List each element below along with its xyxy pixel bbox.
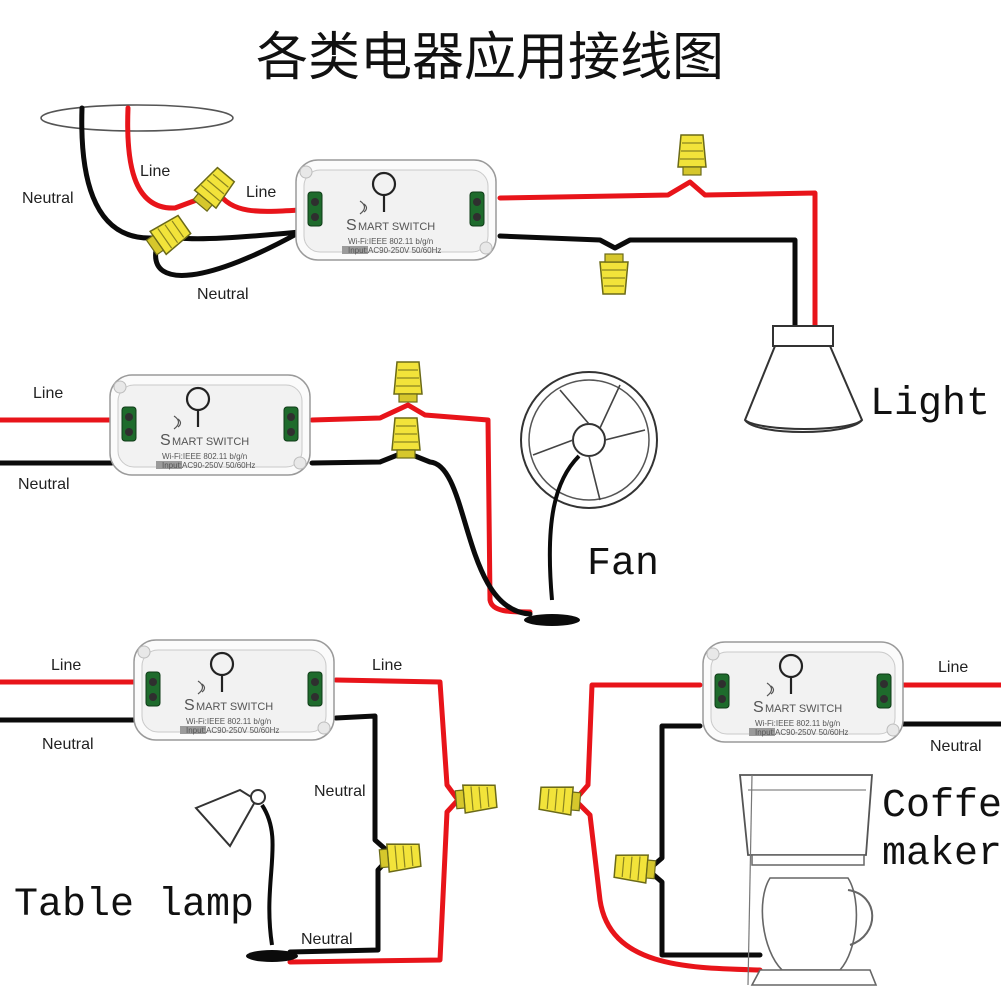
fan-icon [520, 371, 658, 626]
diagram-fan: Line Neutral S MART SWITCH Wi-Fi:IEEE 80… [0, 361, 659, 626]
neutral-label: Neutral [18, 476, 70, 493]
switch-spec-input: Input:AC90-250V 50/60Hz [162, 461, 255, 470]
switch-spec-input: Input:AC90-250V 50/60Hz [755, 728, 848, 737]
line-wire [309, 402, 533, 615]
wire-connector [393, 361, 423, 403]
line-label: Line [246, 184, 276, 201]
wire-connector [613, 851, 657, 885]
wire-connector [538, 783, 582, 817]
neutral-label: Neutral [42, 736, 94, 753]
smart-switch-module: S MART SWITCH Wi-Fi:IEEE 802.11 b/g/n In… [132, 638, 336, 742]
neutral-wire [153, 229, 303, 278]
line-wire [497, 179, 818, 333]
switch-brand: MART SWITCH [358, 221, 435, 233]
neutral-label: Neutral [197, 286, 249, 303]
neutral-wire [175, 229, 303, 242]
line-label: Line [51, 657, 81, 674]
line-label: Line [33, 385, 63, 402]
neutral-wire [645, 723, 763, 958]
ceiling-box [40, 104, 234, 132]
smart-switch-module: S MART SWITCH Wi-Fi:IEEE 802.11 b/g/n In… [701, 640, 905, 744]
line-wire [125, 105, 205, 211]
switch-spec-input: Input:AC90-250V 50/60Hz [348, 246, 441, 255]
coffee-maker-label-line1: Coffee [882, 784, 1001, 829]
light-label: Light [870, 382, 990, 427]
switch-spec-wifi: Wi-Fi:IEEE 802.11 b/g/n [348, 237, 433, 246]
switch-brand-initial: S [753, 699, 764, 716]
diagram-table-lamp: Line Line Neutral Neutral Neutral S MART… [0, 638, 498, 965]
fan-label: Fan [587, 542, 659, 587]
line-wire [572, 682, 763, 973]
switch-brand-initial: S [184, 697, 195, 714]
wire-connector [677, 134, 707, 176]
line-label: Line [938, 659, 968, 676]
table-lamp-icon [194, 788, 298, 962]
switch-brand: MART SWITCH [196, 701, 273, 713]
neutral-wire [497, 233, 798, 333]
coffee-maker-label-line2: maker [882, 832, 1001, 877]
diagram-title: 各类电器应用接线图 [256, 28, 724, 88]
diagram-light: Line Line Neutral Neutral S MART SWITCH … [22, 104, 990, 433]
wire-connector [188, 164, 238, 216]
neutral-label: Neutral [301, 931, 353, 948]
switch-brand-initial: S [346, 217, 357, 234]
neutral-label: Neutral [22, 190, 74, 207]
switch-spec-input: Input:AC90-250V 50/60Hz [186, 726, 279, 735]
coffee-maker-icon [739, 774, 878, 986]
wire-connector [599, 253, 629, 295]
switch-brand: MART SWITCH [172, 436, 249, 448]
neutral-wire [79, 105, 155, 241]
wire-connector [454, 781, 498, 815]
smart-switch-module: S MART SWITCH Wi-Fi:IEEE 802.11 b/g/n In… [108, 373, 312, 477]
neutral-wire [309, 449, 533, 617]
switch-brand: MART SWITCH [765, 703, 842, 715]
diagram-coffee-maker: Line Neutral S MART SWITCH Wi-Fi:IEEE 80… [538, 640, 1001, 986]
smart-switch-module: S MART SWITCH Wi-Fi:IEEE 802.11 b/g/n In… [294, 158, 498, 262]
switch-spec-wifi: Wi-Fi:IEEE 802.11 b/g/n [755, 719, 840, 728]
table-lamp-label: Table lamp [14, 883, 254, 928]
line-label: Line [140, 163, 170, 180]
wire-connector [391, 417, 421, 459]
neutral-label: Neutral [930, 738, 982, 755]
neutral-label: Neutral [314, 783, 366, 800]
light-fixture-icon [743, 325, 864, 433]
switch-spec-wifi: Wi-Fi:IEEE 802.11 b/g/n [186, 717, 271, 726]
switch-spec-wifi: Wi-Fi:IEEE 802.11 b/g/n [162, 452, 247, 461]
line-label: Line [372, 657, 402, 674]
switch-brand-initial: S [160, 432, 171, 449]
neutral-wire [287, 713, 395, 955]
